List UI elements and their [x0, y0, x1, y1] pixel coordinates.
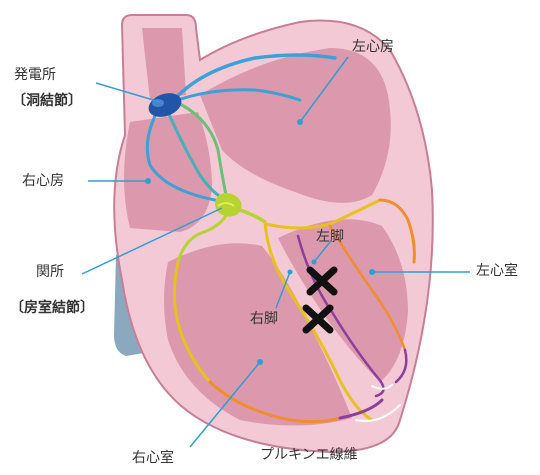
x-mark-icon [306, 266, 338, 296]
right-atrium-chamber [124, 112, 212, 232]
left-atrium-label: 左心房 [352, 39, 394, 55]
label-dots [145, 119, 375, 365]
purkinje-label: プルキンエ線維 [260, 447, 358, 463]
left-bundle-label: 左脚 [316, 229, 344, 245]
right-ventricle-label: 右心室 [132, 450, 174, 466]
aortic-trunk [142, 28, 186, 100]
right-atrium-label: 右心房 [22, 173, 64, 189]
sa-node-term-label: 〔洞結節〕 [12, 93, 82, 109]
leader-lines [81, 56, 470, 448]
sa-node [148, 93, 182, 117]
av-node-term-label: 〔房室結節〕 [10, 300, 94, 316]
av-node-label: 関所 [36, 264, 64, 280]
conduction-block-marks [302, 266, 338, 334]
x-mark-icon [302, 304, 334, 334]
left-ventricle-chamber [278, 219, 408, 382]
av-node [215, 193, 242, 217]
left-atrium-chamber [200, 48, 391, 203]
right-ventricle-chamber [164, 243, 352, 426]
conduction-pathways [145, 53, 416, 424]
left-ventricle-label: 左心室 [476, 263, 518, 279]
right-bundle-label: 右脚 [250, 311, 278, 327]
sa-node-label: 発電所 [14, 67, 56, 83]
